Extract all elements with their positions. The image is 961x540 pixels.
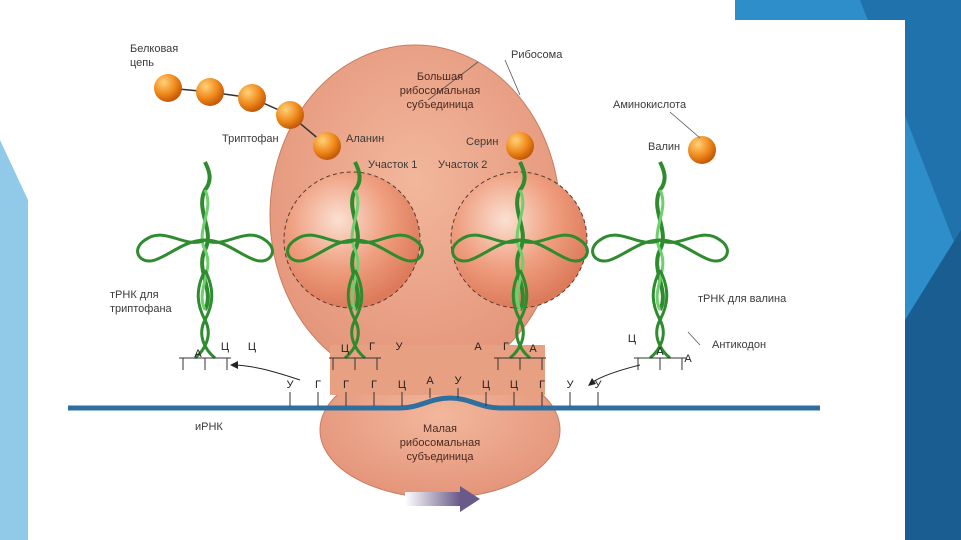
anticodon-base: А [529, 343, 537, 355]
subunit-neck [330, 345, 545, 395]
anticodon-base: Г [503, 341, 509, 353]
codon-base: Ц [398, 379, 406, 391]
label-small-subunit-2: рибосомальная [400, 437, 480, 449]
codon-base: А [426, 375, 434, 387]
anticodon-base: А [194, 348, 202, 360]
codon-base: Г [343, 379, 349, 391]
amino-acid-ball [154, 74, 182, 102]
anticodon-base: Ц [221, 341, 229, 353]
pointer-amino-acid [669, 111, 701, 139]
label-trna-trp-2: триптофана [110, 303, 173, 315]
label-large-subunit-2: рибосомальная [400, 85, 480, 97]
anticodon-base: Г [369, 341, 375, 353]
label-large-subunit-1: Большая [417, 71, 463, 83]
mrna-ticks [289, 388, 599, 406]
label-tryptophan: Триптофан [222, 133, 279, 145]
pointer-anticodon [687, 331, 701, 346]
label-protein-chain-1: Белковая [130, 43, 178, 55]
codon-base: Ц [482, 379, 490, 391]
amino-acid-ball [238, 84, 266, 112]
codon-base: Г [315, 379, 321, 391]
anticodon-base: Ц [341, 343, 349, 355]
label-ribosome: Рибосома [511, 49, 563, 61]
serine-ball [506, 132, 534, 160]
amino-acid-ball [196, 78, 224, 106]
left-accent [0, 140, 28, 540]
mrna-strand [68, 395, 820, 411]
label-small-subunit-3: субъединица [406, 451, 474, 463]
label-protein-chain-2: цепь [130, 57, 154, 69]
codon-base: Ц [510, 379, 518, 391]
right-accent-bottom [905, 230, 961, 540]
label-anticodon: Антикодон [712, 339, 766, 351]
label-mrna: иРНК [195, 421, 223, 433]
label-large-subunit-3: субъединица [406, 99, 474, 111]
valine-ball [688, 136, 716, 164]
anticodon-base: Ц [628, 333, 636, 345]
anticodon-base: У [396, 341, 404, 353]
label-site-2: Участок 2 [438, 159, 487, 171]
anticodon-base: Ц [248, 341, 256, 353]
anticodon-base: А [656, 346, 664, 358]
arrow-exit-head [230, 361, 238, 369]
codon-base: У [595, 379, 603, 391]
alanine-ball [313, 132, 341, 160]
label-small-subunit-1: Малая [423, 423, 457, 435]
label-alanine: Аланин [346, 133, 384, 145]
anticodon-base: А [474, 341, 482, 353]
tryptophan-ball [276, 101, 304, 129]
label-valine: Валин [648, 141, 680, 153]
pointer-ribosome-2 [504, 59, 521, 96]
pointer-ribosome [427, 61, 479, 101]
codon-base: Г [539, 379, 545, 391]
codon-base: У [567, 379, 575, 391]
codon-base: Г [371, 379, 377, 391]
label-trna-val: тРНК для валина [698, 293, 787, 305]
direction-arrow-head [460, 486, 480, 512]
label-amino-acid: Аминокислота [613, 99, 687, 111]
label-trna-trp-1: тРНК для [110, 289, 159, 301]
direction-arrow-body [405, 492, 460, 506]
codon-base: У [287, 379, 295, 391]
label-site-1: Участок 1 [368, 159, 417, 171]
codon-base: У [455, 375, 463, 387]
label-serine: Серин [466, 136, 498, 148]
arrow-enter-head [588, 378, 596, 386]
anticodon-base: А [684, 353, 692, 365]
